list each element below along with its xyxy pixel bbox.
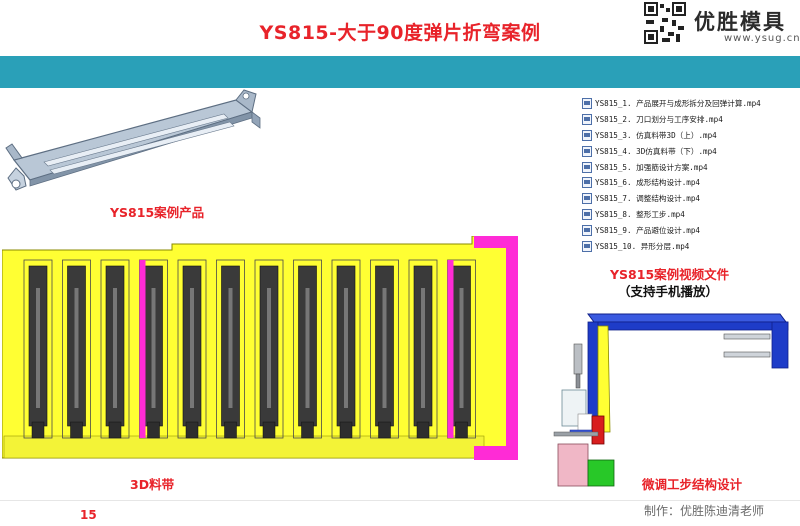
page-number: 15 [80, 508, 97, 522]
video-file-icon [582, 193, 592, 205]
strip-3d-image [2, 236, 518, 460]
strip-station [293, 259, 322, 439]
video-file-name: YS815_1. 产品展开与成形拆分及回弹计算.mp4 [595, 99, 761, 109]
strip-station [177, 259, 207, 439]
video-file-item[interactable]: YS815_5. 加强筋设计方案.mp4 [582, 159, 798, 175]
strip-caption: 3D料带 [130, 477, 175, 492]
strip-station [23, 259, 53, 439]
magenta-tab [474, 236, 514, 248]
video-files-note: （支持手机播放） [618, 284, 719, 299]
video-file-name: YS815_8. 整形工步.mp4 [595, 209, 685, 219]
strip-station [100, 259, 130, 439]
footer-divider [0, 500, 800, 501]
author-credit: 制作：优胜陈迪清老师 [644, 504, 765, 518]
qr-code-icon [644, 2, 686, 44]
strip-station [62, 259, 91, 439]
video-file-icon [582, 161, 592, 173]
product-caption: YS815案例产品 [110, 205, 205, 220]
magenta-side [506, 236, 518, 460]
footer: 15 [0, 502, 800, 526]
video-file-list: YS815_1. 产品展开与成形拆分及回弹计算.mp4 YS815_2. 刀口划… [582, 96, 798, 254]
page-title: YS815-大于90度弹片折弯案例 [259, 22, 541, 44]
video-file-name: YS815_9. 产品避位设计.mp4 [595, 225, 700, 235]
video-file-name: YS815_6. 成形结构设计.mp4 [595, 178, 700, 188]
video-file-item[interactable]: YS815_10. 异形分层.mp4 [582, 238, 798, 254]
station-caption: 微调工步结构设计 [642, 477, 743, 492]
video-file-item[interactable]: YS815_7. 调整结构设计.mp4 [582, 191, 798, 207]
magenta-bottom [474, 446, 518, 460]
video-file-icon [582, 114, 592, 126]
video-file-icon [582, 145, 592, 157]
video-file-icon [582, 129, 592, 141]
station-structure-image [553, 313, 789, 487]
strip-station [370, 259, 399, 439]
strip-station [139, 259, 168, 439]
video-file-name: YS815_4. 3D仿真料带（下）.mp4 [595, 146, 717, 156]
video-file-item[interactable]: YS815_2. 刀口划分与工序安排.mp4 [582, 112, 798, 128]
brand-logo: 优胜模具 www.ysug.cn [694, 6, 800, 44]
header-band [0, 56, 800, 88]
strip-station [408, 259, 438, 439]
video-file-icon [582, 177, 592, 189]
video-file-item[interactable]: YS815_6. 成形结构设计.mp4 [582, 175, 798, 191]
video-file-icon [582, 224, 592, 236]
video-file-icon [582, 98, 592, 110]
video-files-caption: YS815案例视频文件 [610, 267, 730, 282]
brand-url: www.ysug.cn [724, 33, 800, 44]
video-file-name: YS815_2. 刀口划分与工序安排.mp4 [595, 115, 723, 125]
video-file-name: YS815_7. 调整结构设计.mp4 [595, 194, 700, 204]
video-file-item[interactable]: YS815_8. 整形工步.mp4 [582, 207, 798, 223]
video-file-icon [582, 240, 592, 252]
strip-parts [23, 259, 476, 439]
strip-station [331, 259, 361, 439]
strip-station [254, 259, 284, 439]
video-file-name: YS815_3. 仿真料带3D（上）.mp4 [595, 130, 717, 140]
video-file-name: YS815_5. 加强筋设计方案.mp4 [595, 162, 708, 172]
product-3d-image [5, 89, 261, 191]
video-file-name: YS815_10. 异形分层.mp4 [595, 241, 690, 251]
video-file-item[interactable]: YS815_3. 仿真料带3D（上）.mp4 [582, 128, 798, 144]
video-file-item[interactable]: YS815_4. 3D仿真料带（下）.mp4 [582, 143, 798, 159]
video-file-icon [582, 208, 592, 220]
video-file-item[interactable]: YS815_1. 产品展开与成形拆分及回弹计算.mp4 [582, 96, 798, 112]
video-file-item[interactable]: YS815_9. 产品避位设计.mp4 [582, 222, 798, 238]
strip-station [216, 259, 245, 439]
strip-station [447, 259, 476, 439]
brand-name: 优胜模具 [694, 10, 786, 34]
